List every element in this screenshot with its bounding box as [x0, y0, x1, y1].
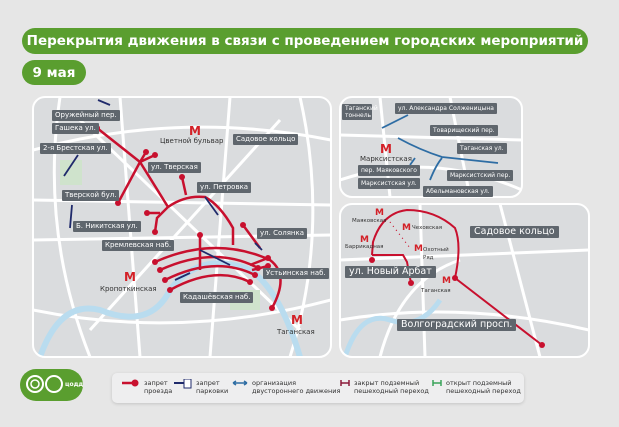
station-label: Марксистская — [360, 155, 412, 163]
metro-icon: M — [124, 270, 136, 284]
station-label: Таганская — [277, 328, 315, 336]
no-parking-routes — [63, 99, 263, 281]
station-label: Маяковская — [352, 218, 387, 224]
street-label: Таганский тоннель — [342, 104, 378, 120]
legend-item: открыт подземный пешеходный переход — [432, 379, 528, 395]
legend-label: запрет парковки — [196, 379, 229, 395]
street-label: Оружейный пер. — [52, 110, 120, 121]
closed-underpass-icon — [340, 380, 350, 386]
street-label: Марксистская ул. — [358, 178, 420, 189]
two-way-routes — [381, 114, 499, 181]
metro-icon: M — [402, 223, 411, 233]
logo-text: цодд — [65, 381, 84, 388]
street-label: Садовое кольцо — [470, 226, 559, 238]
street-label: ул. Новый Арбат — [345, 266, 436, 278]
street-label: Устьинская наб. — [263, 268, 329, 279]
no-entry-markers — [94, 125, 275, 311]
street-label: Садовое кольцо — [233, 134, 299, 145]
legend-item: закрыт подземный пешеходный переход — [340, 379, 434, 395]
legend-label: организация двустороннего движения — [252, 379, 341, 395]
codd-logo: цодд — [20, 369, 83, 401]
date-badge: 9 мая — [22, 60, 86, 85]
street-label: Б. Никитская ул. — [73, 221, 141, 232]
station-label: Баррикадная — [345, 244, 384, 250]
metro-icon: M — [360, 235, 369, 245]
legend-label: закрыт подземный пешеходный переход — [354, 379, 429, 395]
street-label: ул. Александра Солженицына — [395, 103, 497, 114]
open-underpass-icon — [432, 380, 442, 386]
street-label: ул. Петровка — [197, 182, 252, 193]
station-label: Кропоткинская — [100, 285, 157, 293]
street-label: Гашека ул. — [52, 123, 99, 134]
closure-ring — [371, 208, 543, 346]
legend-item: организация двустороннего движения — [232, 379, 342, 395]
no-parking-icon — [174, 379, 192, 389]
legend-label: открыт подземный пешеходный переход — [446, 379, 521, 395]
metro-icon: M — [380, 142, 392, 156]
closure-routes — [96, 127, 282, 309]
station-label: Таганская — [421, 288, 451, 294]
metro-icon: M — [442, 276, 451, 286]
station-label: Охотный Ряд — [423, 247, 449, 261]
street-label: пер. Маяковского — [358, 165, 420, 176]
street-label: Марксистский пер. — [447, 170, 514, 181]
legend-item: запрет парковки — [174, 379, 230, 395]
street-label: Волгоградский просп. — [397, 319, 517, 331]
legend-label: запрет проезда — [144, 379, 173, 395]
page-title: Перекрытия движения в связи с проведение… — [22, 28, 588, 54]
no-entry-icon — [122, 379, 139, 387]
station-label: Чеховская — [412, 225, 443, 231]
street-label: ул. Солянка — [257, 228, 308, 239]
street-label: Кремлевская наб. — [102, 240, 175, 251]
street-label: Кадашёвская наб. — [180, 292, 254, 303]
metro-icon: M — [291, 313, 303, 327]
metro-icon: M — [375, 208, 384, 218]
station-label: Цветной бульвар — [160, 137, 224, 145]
street-label: Абельмановская ул. — [423, 186, 493, 197]
street-label: Товарищеский пер. — [430, 125, 498, 136]
street-label: 2-я Брестская ул. — [40, 143, 111, 154]
metro-icon: M — [414, 244, 423, 254]
street-label: ул. Тверская — [148, 162, 201, 173]
two-way-arrow-icon — [232, 380, 248, 386]
legend-item: запрет проезда — [122, 379, 176, 395]
street-label: Таганская ул. — [457, 143, 507, 154]
logo-icon — [26, 375, 63, 393]
metro-icon: M — [189, 124, 201, 138]
legend: запрет проезда запрет парковки организац… — [112, 373, 524, 403]
street-label: Тверской бул. — [62, 190, 120, 201]
